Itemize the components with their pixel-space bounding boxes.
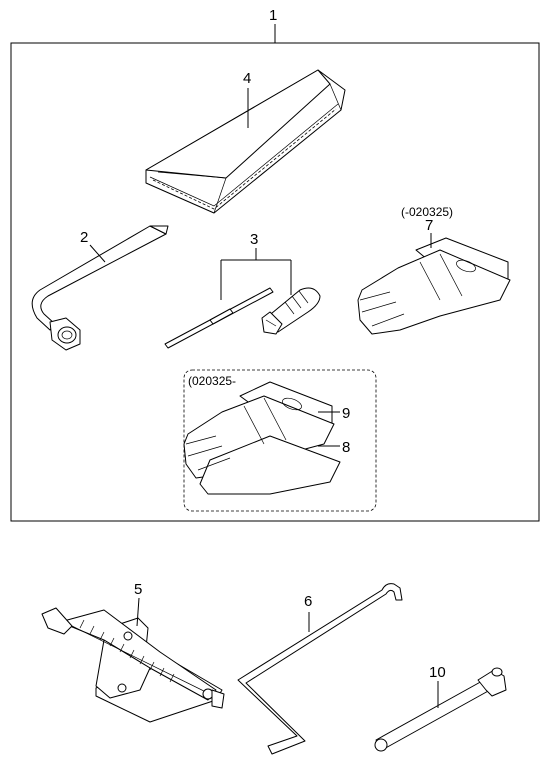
callout-9: 9 [342,405,350,422]
callout-3: 3 [250,231,258,248]
lug-wrench [31,225,169,351]
callout-8: 8 [342,439,350,456]
callout-1: 1 [269,7,277,24]
screwdriver-set [164,287,321,349]
tool-bag [145,69,346,214]
callout-line-3 [220,248,292,300]
jack-handle [237,583,403,755]
gloves-part-8-9 [183,381,341,495]
gloves-part-7 [357,237,511,335]
callout-5: 5 [134,581,142,598]
note-before-date: (-020325) [401,205,453,219]
note-after-date: (020325- [188,374,236,388]
callout-10: 10 [429,664,446,681]
callout-7: 7 [425,217,433,234]
after-date-group-box [183,369,377,512]
callout-2: 2 [80,229,88,246]
extension-bar [374,667,507,752]
callout-4: 4 [243,70,251,87]
callout-6: 6 [304,593,312,610]
callout-line-5 [136,597,140,627]
scissor-jack [41,607,225,723]
callout-line-2 [89,244,106,263]
